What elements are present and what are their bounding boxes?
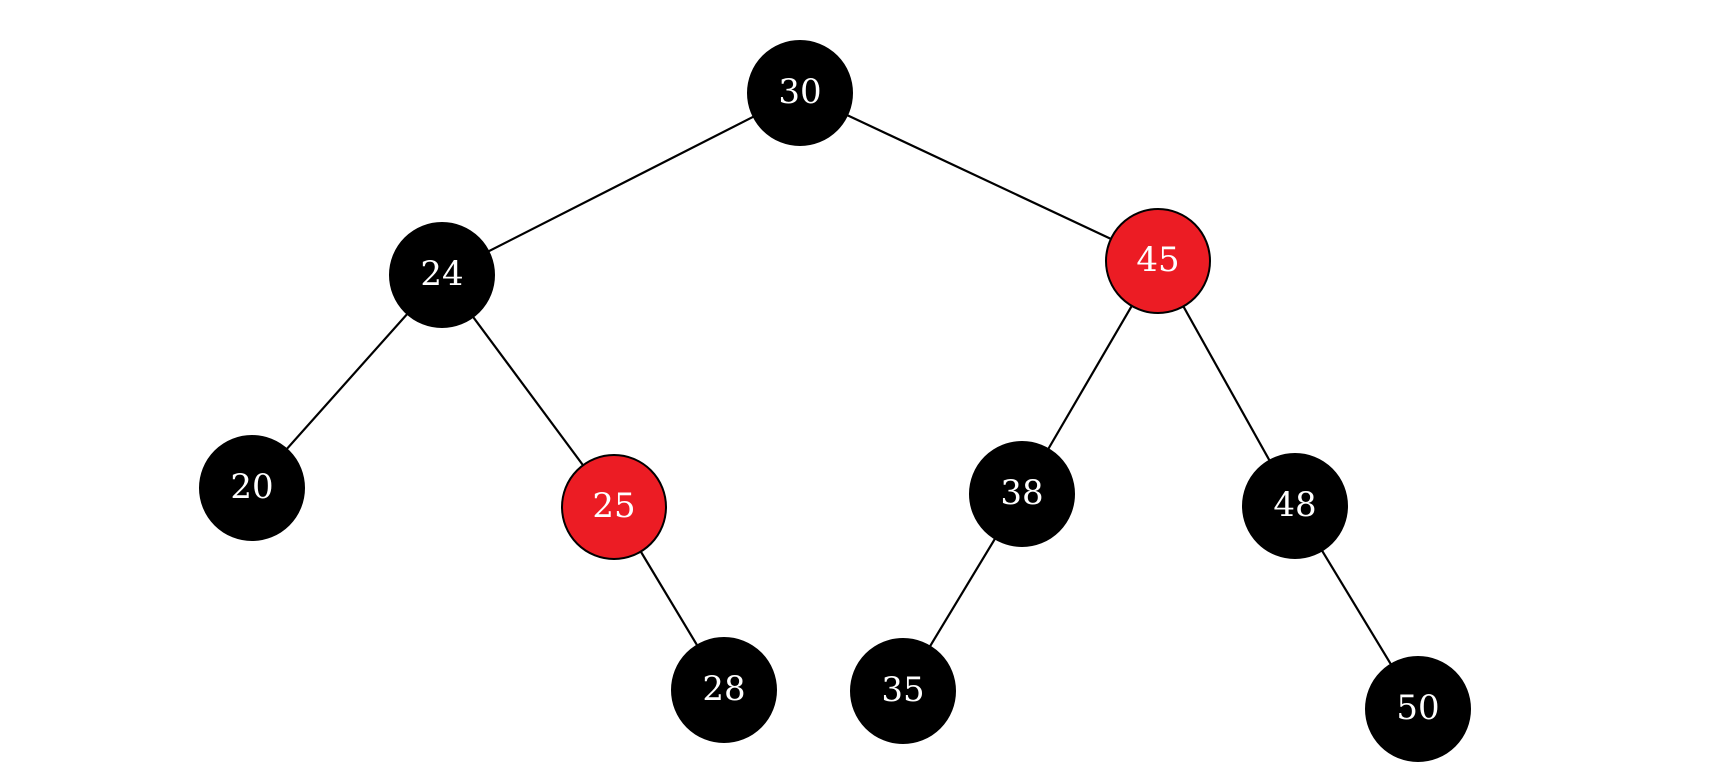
tree-node-50: 50	[1365, 656, 1471, 762]
node-label: 25	[592, 486, 635, 526]
node-circle-red	[1105, 208, 1211, 314]
tree-node-25: 25	[561, 454, 667, 560]
node-label: 20	[230, 467, 273, 507]
node-circle-black	[1242, 453, 1348, 559]
node-label: 38	[1000, 473, 1043, 513]
tree-node-24: 24	[389, 222, 495, 328]
edge-30-45	[799, 92, 1159, 262]
node-label: 50	[1396, 688, 1439, 728]
tree-node-20: 20	[199, 435, 305, 541]
tree-node-30: 30	[747, 40, 853, 146]
edges-layer	[251, 92, 1419, 710]
tree-node-48: 48	[1242, 453, 1348, 559]
node-label: 30	[778, 72, 821, 112]
node-circle-black	[969, 441, 1075, 547]
node-circle-black	[389, 222, 495, 328]
node-label: 48	[1273, 485, 1316, 525]
edge-30-24	[441, 92, 801, 276]
node-label: 35	[881, 670, 924, 710]
node-circle-black	[1365, 656, 1471, 762]
node-circle-red	[561, 454, 667, 560]
tree-node-38: 38	[969, 441, 1075, 547]
node-circle-black	[671, 637, 777, 743]
node-label: 28	[702, 669, 745, 709]
node-circle-black	[199, 435, 305, 541]
node-label: 45	[1136, 240, 1179, 280]
nodes-layer: 30 24 45 20 25 38 48 28 35 50	[199, 40, 1471, 762]
node-label: 24	[420, 254, 463, 294]
tree-node-28: 28	[671, 637, 777, 743]
node-circle-black	[747, 40, 853, 146]
tree-node-45: 45	[1105, 208, 1211, 314]
node-circle-black	[850, 638, 956, 744]
tree-node-35: 35	[850, 638, 956, 744]
